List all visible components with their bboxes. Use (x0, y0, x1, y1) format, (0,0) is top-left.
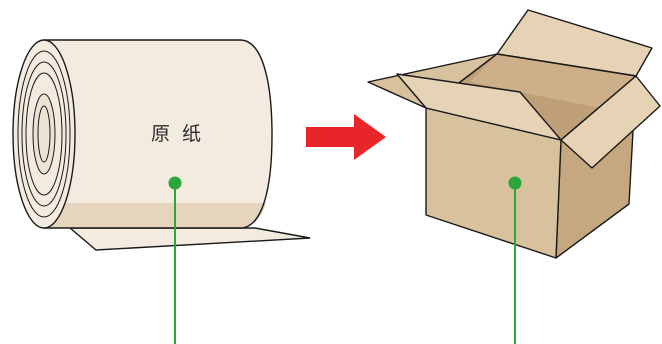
roll-label: 原 纸 (151, 123, 201, 145)
unrolled-sheet (70, 228, 310, 250)
process-arrow (306, 114, 386, 160)
roll-marker-dot (169, 177, 182, 190)
roll-shadow-band (44, 203, 266, 228)
paper-roll: 原 纸 (13, 40, 310, 250)
arrow-icon (306, 114, 386, 160)
box-marker-dot (509, 177, 522, 190)
